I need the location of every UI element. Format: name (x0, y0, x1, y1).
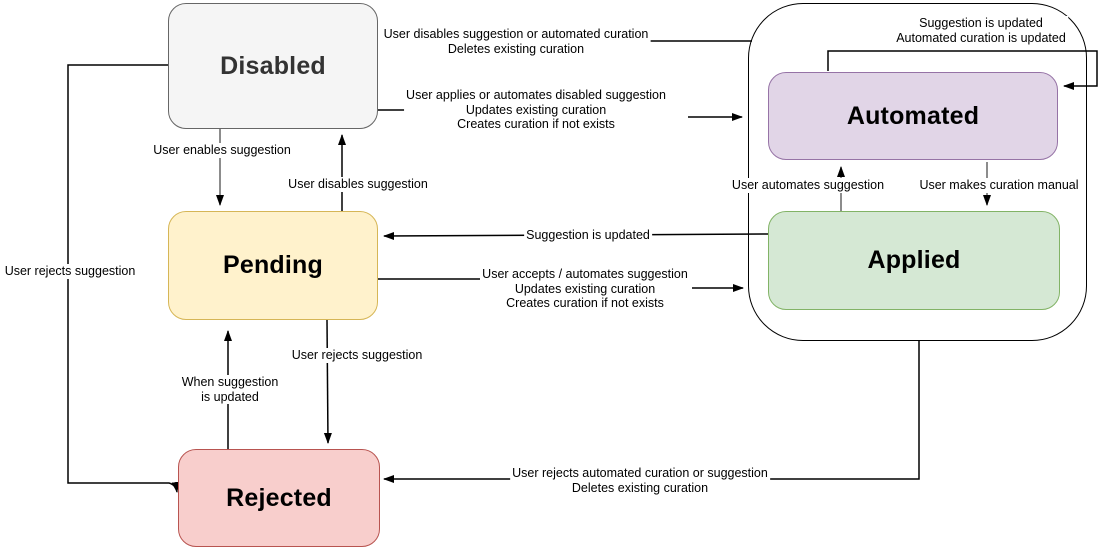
edge-label-line: Automated curation is updated (894, 30, 1068, 45)
edge-label-line: Suggestion is updated (524, 228, 652, 243)
state-disabled-label: Disabled (220, 51, 326, 80)
edge-label-group-to-rejected: User rejects automated curation or sugge… (510, 466, 770, 495)
edge-label-line: User rejects automated curation or sugge… (510, 466, 770, 481)
edge-label-line: User disables suggestion or automated cu… (381, 27, 651, 42)
edge-automated-self-loop (827, 50, 1098, 90)
edge-label-line: User rejects suggestion (289, 348, 425, 363)
state-rejected: Rejected (178, 449, 380, 547)
state-disabled: Disabled (168, 3, 378, 129)
edge-label-rejected-to-pending: When suggestion is updated (179, 375, 281, 404)
edge-label-pending-to-rejected: User rejects suggestion (289, 348, 425, 363)
state-rejected-label: Rejected (226, 483, 332, 512)
edge-label-line: Deletes existing curation (381, 41, 651, 56)
edge-label-disabled-to-group: User applies or automates disabled sugge… (404, 88, 668, 132)
edge-label-applied-to-pending: Suggestion is updated (524, 228, 652, 243)
edge-group-to-rejected (383, 341, 920, 483)
edge-label-group-to-disabled: User disables suggestion or automated cu… (381, 27, 651, 56)
edge-label-line: Creates curation if not exists (480, 296, 690, 311)
edge-label-line: User disables suggestion (286, 177, 430, 192)
state-applied-label: Applied (867, 246, 961, 274)
edge-label-line: User applies or automates disabled sugge… (404, 88, 668, 103)
edge-label-line: User automates suggestion (729, 178, 887, 193)
edge-label-line: is updated (179, 389, 281, 404)
edge-disabled-to-rejected (67, 64, 180, 493)
edge-label-line: User enables suggestion (151, 143, 293, 158)
state-pending: Pending (168, 211, 378, 320)
edge-label-line: Deletes existing curation (510, 480, 770, 495)
edge-label-pending-to-group: User accepts / automates suggestion Upda… (480, 267, 690, 311)
edge-label-automated-self-loop: Suggestion is updated Automated curation… (894, 16, 1068, 45)
edge-pending-to-rejected (323, 319, 332, 444)
edge-label-line: Creates curation if not exists (404, 117, 668, 132)
edge-label-line: Updates existing curation (480, 281, 690, 296)
state-pending-label: Pending (222, 251, 323, 279)
edge-label-line: User accepts / automates suggestion (480, 267, 690, 282)
edge-label-automated-to-applied: User makes curation manual (917, 178, 1081, 193)
edge-label-disabled-to-rejected: User rejects suggestion (2, 264, 138, 279)
state-automated: Automated (768, 72, 1058, 160)
edge-label-line: User rejects suggestion (2, 264, 138, 279)
edge-label-applied-to-automated: User automates suggestion (729, 178, 887, 193)
edge-label-pending-to-disabled: User disables suggestion (286, 177, 430, 192)
edge-label-line: When suggestion (179, 375, 281, 390)
edge-label-line: Suggestion is updated (894, 16, 1068, 31)
state-automated-label: Automated (846, 101, 980, 130)
edge-label-line: Updates existing curation (404, 102, 668, 117)
edge-label-line: User makes curation manual (917, 178, 1081, 193)
state-applied: Applied (768, 211, 1060, 310)
edge-label-disabled-to-pending: User enables suggestion (151, 143, 293, 158)
